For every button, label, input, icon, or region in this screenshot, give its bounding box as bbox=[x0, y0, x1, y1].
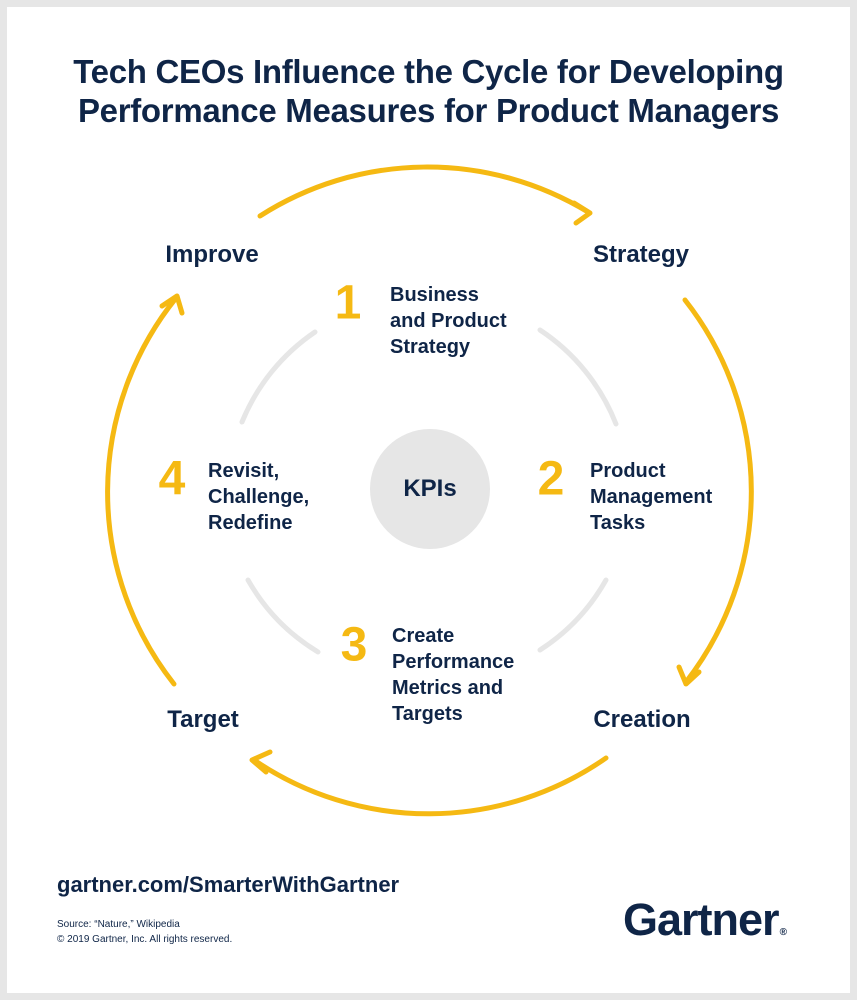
arrow-improve-to-strategy bbox=[257, 164, 591, 219]
registered-mark: ® bbox=[779, 927, 787, 938]
phase-target: Target bbox=[167, 706, 239, 733]
phase-improve: Improve bbox=[165, 241, 259, 268]
arrowhead-target bbox=[249, 749, 273, 775]
step-1-number: 1 bbox=[334, 276, 362, 330]
gartner-logo: Gartner® bbox=[623, 894, 787, 946]
step-2-number: 2 bbox=[537, 452, 565, 506]
footer-url[interactable]: gartner.com/SmarterWithGartner bbox=[57, 872, 400, 897]
step-3-number: 3 bbox=[340, 618, 368, 672]
step-2-line: Management bbox=[590, 486, 713, 508]
step-4-line: Revisit, bbox=[208, 460, 280, 482]
step-1-description: Business and Product Strategy bbox=[390, 282, 507, 360]
phase-creation: Creation bbox=[593, 706, 691, 733]
arrowhead-creation bbox=[676, 664, 702, 687]
inner-arc-top-right bbox=[537, 327, 619, 427]
step-3-line: Targets bbox=[392, 703, 463, 725]
step-4-line: Challenge, bbox=[208, 486, 310, 508]
footer-copyright: © 2019 Gartner, Inc. All rights reserved… bbox=[57, 934, 233, 945]
arrowhead-improve bbox=[159, 293, 185, 316]
infographic-title: Tech CEOs Influence the Cycle for Develo… bbox=[0, 52, 857, 130]
title-line-1: Tech CEOs Influence the Cycle for Develo… bbox=[73, 53, 784, 90]
step-2-description: Product Management Tasks bbox=[590, 458, 712, 536]
step-2-line: Product bbox=[590, 460, 666, 482]
step-1-line: and Product bbox=[390, 310, 507, 332]
arrowhead-strategy bbox=[571, 200, 593, 226]
step-2-line: Tasks bbox=[590, 512, 646, 534]
phase-strategy: Strategy bbox=[592, 241, 690, 268]
step-4-number: 4 bbox=[158, 452, 186, 506]
step-1-line: Strategy bbox=[390, 336, 471, 358]
step-1-line: Business bbox=[390, 284, 479, 306]
kpi-center-circle: KPIs bbox=[370, 429, 490, 549]
arrow-target-to-improve bbox=[105, 295, 179, 687]
step-3-line: Metrics and bbox=[392, 677, 504, 699]
kpi-label: KPIs bbox=[403, 475, 457, 502]
arrow-strategy-to-creation bbox=[682, 297, 754, 685]
step-4-description: Revisit, Challenge, Redefine bbox=[208, 458, 309, 536]
arrow-creation-to-target bbox=[251, 755, 609, 817]
inner-arc-top-left bbox=[239, 329, 318, 425]
inner-arc-bottom-left bbox=[245, 577, 321, 655]
step-4-line: Redefine bbox=[208, 512, 293, 534]
step-3-line: Performance bbox=[392, 651, 515, 673]
inner-arc-bottom-right bbox=[537, 577, 609, 653]
step-3-description: Create Performance Metrics and Targets bbox=[392, 623, 514, 727]
logo-wordmark: Gartner bbox=[623, 894, 780, 945]
footer-source: Source: “Nature,” Wikipedia bbox=[57, 919, 180, 930]
step-3-line: Create bbox=[392, 625, 455, 647]
title-line-2: Performance Measures for Product Manager… bbox=[77, 92, 780, 129]
